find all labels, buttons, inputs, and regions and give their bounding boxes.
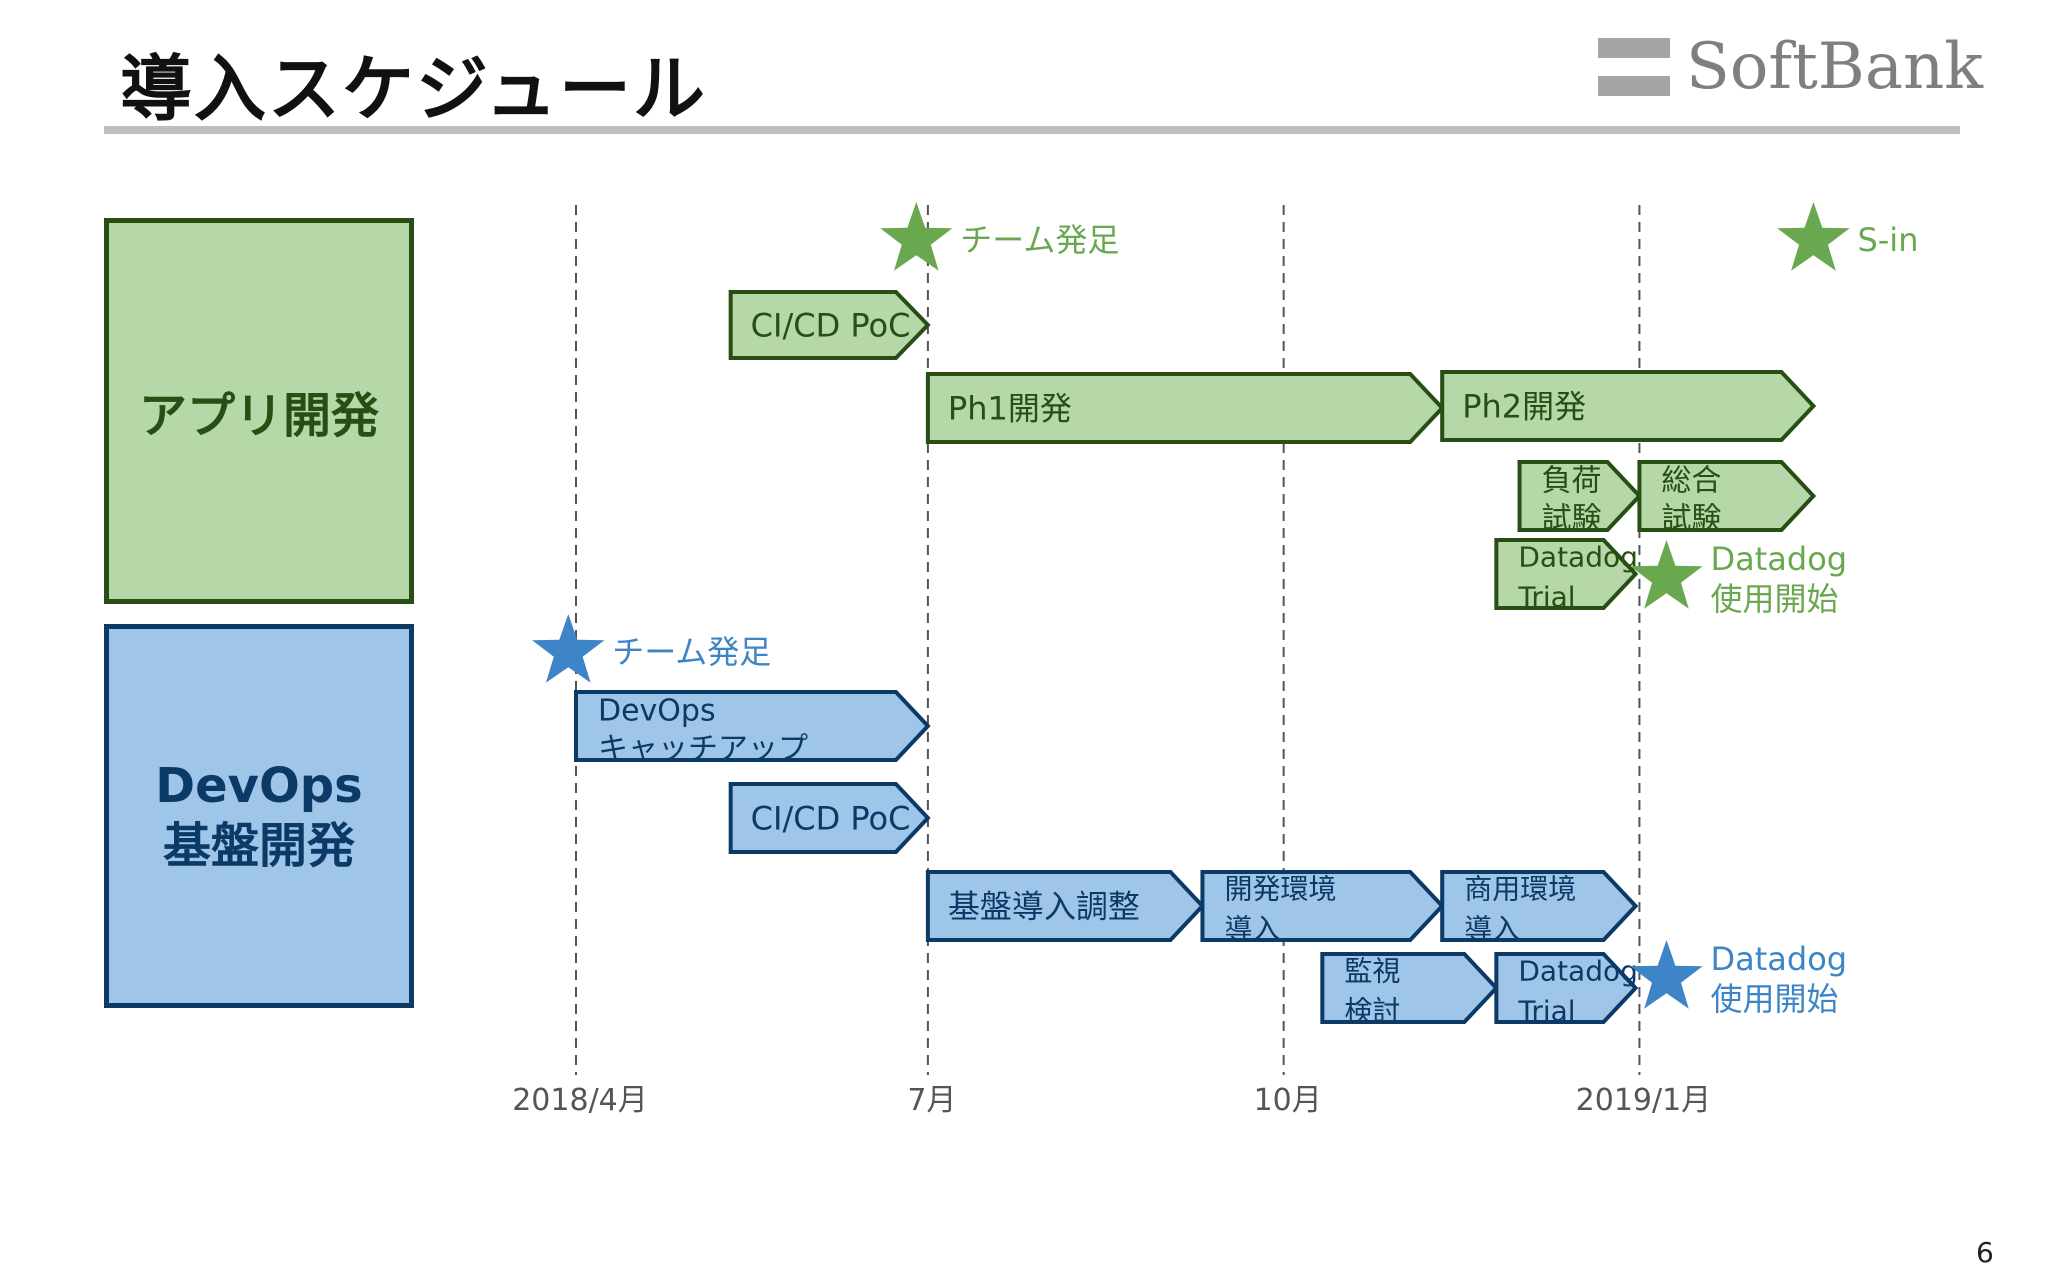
- task-label: Ph1開発: [948, 390, 1072, 428]
- task-label: 検討: [1344, 995, 1400, 1028]
- page-number: 6: [1976, 1236, 1994, 1269]
- task-bar: [574, 690, 931, 762]
- task-bar: [1440, 870, 1639, 942]
- milestone-star-icon: [1630, 940, 1703, 1009]
- task-label: 試験: [1542, 501, 1602, 536]
- task-bar: [1494, 538, 1639, 610]
- slide-title: 導入スケジュール: [120, 47, 707, 131]
- task-label: キャッチアップ: [598, 731, 808, 766]
- task-bar: [728, 782, 931, 854]
- milestone-label: 使用開始: [1710, 580, 1838, 618]
- milestone-label: Datadog: [1710, 940, 1847, 978]
- task-label: 導入: [1224, 913, 1280, 946]
- tick-label: 10月: [1254, 1083, 1322, 1118]
- section-app-development: アプリ開発: [104, 218, 414, 604]
- task-label: 総合: [1661, 464, 1721, 499]
- task-label: CI/CD PoC: [751, 800, 911, 838]
- task-label: 監視: [1344, 955, 1400, 988]
- tick-label: 7月: [907, 1083, 956, 1118]
- milestone-label: Datadog: [1710, 540, 1847, 578]
- task-bar: [925, 870, 1206, 942]
- task-label: 試験: [1661, 501, 1721, 536]
- task-bar: [1440, 370, 1817, 442]
- milestone-label: チーム発足: [960, 221, 1119, 259]
- task-bar: [1637, 460, 1817, 532]
- task-label: Ph2開発: [1462, 388, 1586, 426]
- softbank-logo: SoftBank: [1598, 30, 1983, 104]
- logo-text: SoftBank: [1686, 30, 1983, 104]
- task-label: Datadog: [1518, 541, 1638, 574]
- task-bar: [1200, 870, 1445, 942]
- task-label: 負荷: [1542, 464, 1602, 499]
- task-bar: [1494, 952, 1639, 1024]
- milestone-star-icon: [532, 614, 605, 683]
- tick-label: 2019/1月: [1576, 1083, 1712, 1118]
- milestone-label: S-in: [1857, 221, 1918, 259]
- task-label: DevOps: [598, 694, 716, 729]
- task-bar: [728, 290, 931, 360]
- task-bar: [1517, 460, 1643, 532]
- task-label: CI/CD PoC: [751, 307, 911, 345]
- section-devops-label-line2: 基盤開発: [162, 818, 355, 874]
- milestone-star-icon: [1777, 202, 1850, 271]
- logo-mark-icon: [1598, 38, 1670, 96]
- task-bar: [925, 372, 1445, 444]
- milestone-star-icon: [1630, 540, 1703, 609]
- tick-label: 2018/4月: [512, 1083, 648, 1118]
- task-label: Datadog: [1518, 955, 1638, 988]
- task-label: 開発環境: [1224, 873, 1336, 906]
- section-app-label: アプリ開発: [138, 388, 379, 444]
- task-label: 基盤導入調整: [948, 888, 1140, 926]
- milestone-star-icon: [880, 202, 953, 271]
- task-label: Trial: [1517, 581, 1575, 614]
- task-bar: [1320, 952, 1500, 1024]
- title-divider: [104, 126, 1960, 134]
- task-label: 商用環境: [1464, 873, 1576, 906]
- task-label: Trial: [1517, 995, 1575, 1028]
- milestone-label: チーム発足: [612, 633, 771, 671]
- milestone-label: 使用開始: [1710, 980, 1838, 1018]
- section-devops-platform: DevOps 基盤開発: [104, 624, 414, 1008]
- section-devops-label-line1: DevOps: [155, 758, 363, 814]
- task-label: 導入: [1464, 913, 1520, 946]
